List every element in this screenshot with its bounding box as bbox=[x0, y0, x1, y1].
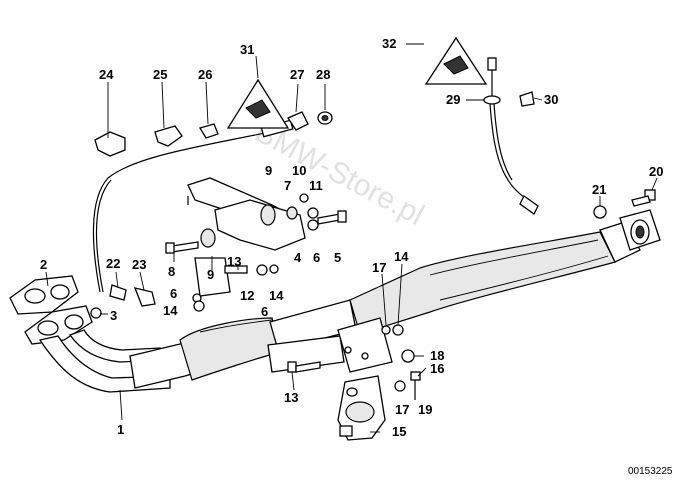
callout-14: 14 bbox=[394, 249, 409, 264]
callout-14: 14 bbox=[269, 288, 284, 303]
callout-2: 2 bbox=[40, 257, 47, 272]
callout-32: 32 bbox=[382, 36, 396, 51]
callout-6: 6 bbox=[261, 304, 268, 319]
front-exhaust-pipe bbox=[9, 275, 357, 393]
callout-20: 20 bbox=[649, 164, 663, 179]
callout-12: 12 bbox=[240, 288, 254, 303]
leader-lines bbox=[45, 43, 658, 433]
callout-23: 23 bbox=[132, 257, 146, 272]
catalytic-converter bbox=[349, 209, 661, 335]
callout-14: 14 bbox=[163, 303, 178, 318]
callout-27: 27 bbox=[290, 67, 304, 82]
warning-triangle-icon bbox=[424, 36, 488, 85]
callout-7: 7 bbox=[284, 178, 291, 193]
callout-13: 13 bbox=[284, 390, 298, 405]
temperature-sensor bbox=[483, 57, 539, 215]
callout-9: 9 bbox=[265, 163, 272, 178]
upper-bracket-assembly bbox=[187, 177, 306, 297]
callout-labels: 1 2 3 4 5 6 6 6 7 8 9 9 10 11 12 13 13 1… bbox=[40, 36, 663, 439]
support-bracket bbox=[267, 317, 393, 373]
callout-16: 16 bbox=[430, 361, 444, 376]
callout-22: 22 bbox=[106, 256, 120, 271]
callout-11: 11 bbox=[309, 178, 323, 193]
callout-8: 8 bbox=[168, 264, 175, 279]
callout-31: 31 bbox=[240, 42, 254, 57]
callout-24: 24 bbox=[99, 67, 114, 82]
callout-17: 17 bbox=[395, 402, 409, 417]
callout-1: 1 bbox=[117, 422, 124, 437]
callout-4: 4 bbox=[294, 250, 302, 265]
callout-13: 13 bbox=[227, 254, 241, 269]
warning-triangle-icon bbox=[226, 78, 290, 129]
callout-6: 6 bbox=[313, 250, 320, 265]
callout-15: 15 bbox=[392, 424, 406, 439]
callout-17: 17 bbox=[372, 260, 386, 275]
callout-21: 21 bbox=[592, 182, 606, 197]
callout-3: 3 bbox=[110, 308, 117, 323]
callout-19: 19 bbox=[418, 402, 432, 417]
callout-5: 5 bbox=[334, 250, 341, 265]
callout-25: 25 bbox=[153, 67, 167, 82]
callout-10: 10 bbox=[292, 163, 306, 178]
diagram-reference-number: 00153225 bbox=[628, 466, 673, 477]
callout-30: 30 bbox=[544, 92, 558, 107]
callout-29: 29 bbox=[446, 92, 460, 107]
callout-26: 26 bbox=[198, 67, 212, 82]
callout-9: 9 bbox=[207, 267, 214, 282]
callout-18: 18 bbox=[430, 348, 444, 363]
callout-28: 28 bbox=[316, 67, 330, 82]
fasteners bbox=[90, 189, 656, 400]
rubber-mount bbox=[337, 375, 386, 441]
cable-clips bbox=[94, 111, 333, 157]
callout-6: 6 bbox=[170, 286, 177, 301]
